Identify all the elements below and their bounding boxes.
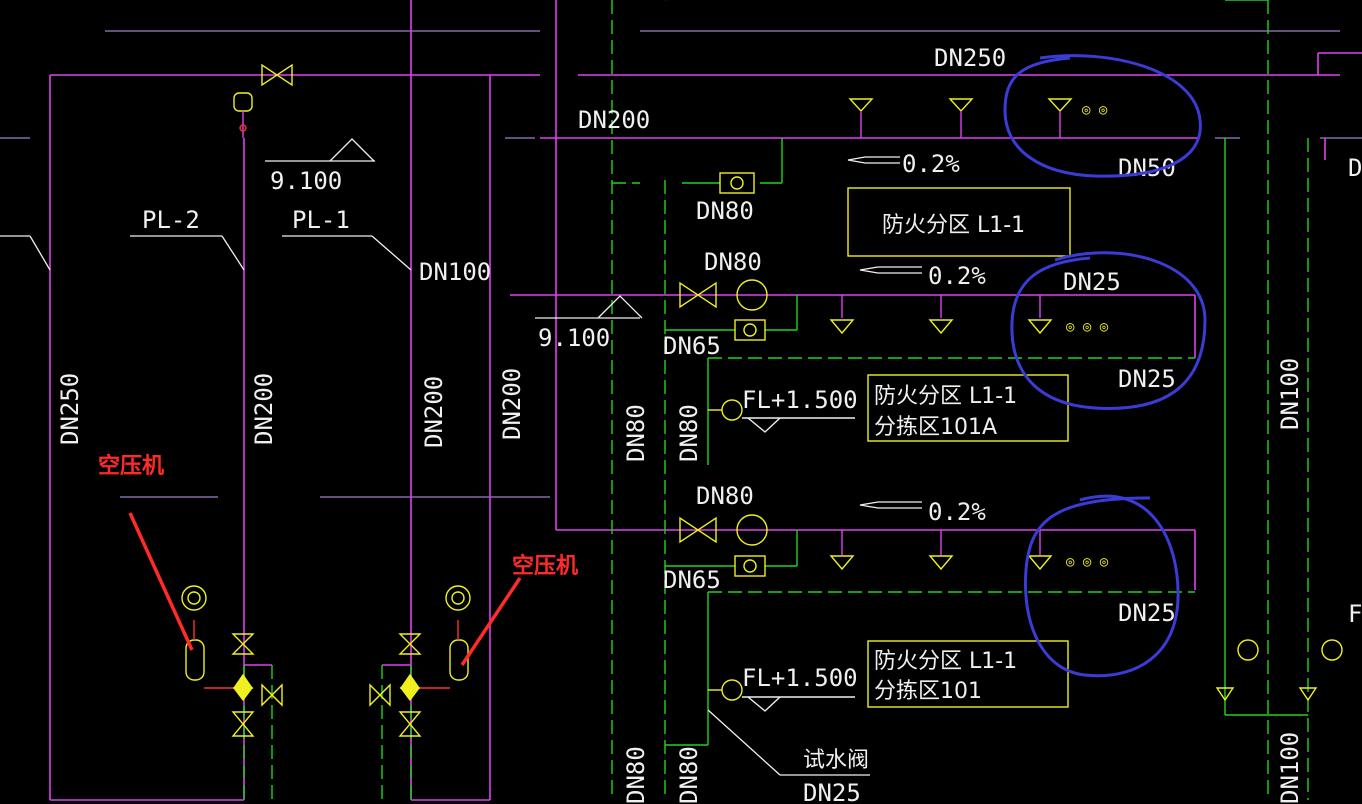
label-slope-b: 0.2% — [928, 262, 986, 290]
elevation-marks — [0, 138, 922, 776]
pressure-gauge-a — [721, 399, 743, 421]
sprinkler-dots-a: ◎ ◎ ◎ — [1066, 319, 1109, 335]
vlabel-dn100-b: DN100 — [1276, 732, 1304, 804]
zone-box-1 — [847, 187, 1071, 257]
pressure-gauge-right-b — [1321, 639, 1343, 661]
vlabel-dn200-a: DN200 — [250, 373, 278, 445]
label-dn80-b: DN80 — [704, 248, 762, 276]
zone-valve-a — [679, 281, 717, 309]
zone-box-2-line1: 防火分区 L1-1 — [874, 384, 1017, 409]
zone-box-1-text: 防火分区 L1-1 — [882, 213, 1025, 238]
label-dn80-a: DN80 — [696, 197, 754, 225]
zone-box-3 — [867, 640, 1069, 708]
annotation-compressor-left: 空压机 — [98, 453, 164, 479]
auxiliary-lines — [0, 30, 1362, 498]
label-slope-a: 0.2% — [902, 150, 960, 178]
label-dn200-main: DN200 — [578, 106, 650, 134]
vlabel-dn80-a: DN80 — [622, 404, 650, 462]
green-pipes — [243, 0, 1309, 800]
flow-switch-top — [719, 172, 755, 194]
label-elevation-a: 9.100 — [270, 167, 342, 195]
label-fl-b: FL+1.500 — [742, 664, 858, 692]
flow-switch-b — [734, 555, 766, 577]
sprinkler-row-a — [829, 295, 1053, 335]
label-dn65-b: DN65 — [663, 566, 721, 594]
label-dn25-b: DN25 — [1118, 365, 1176, 393]
label-fl-a: FL+1.500 — [742, 386, 858, 414]
sprinkler-row-top — [848, 98, 1073, 138]
label-slope-c: 0.2% — [928, 498, 986, 526]
label-dn25-d: DN25 — [803, 779, 861, 804]
label-dn100: DN100 — [419, 258, 491, 286]
air-vent-top — [233, 92, 253, 112]
flow-switch-a — [734, 319, 766, 341]
gate-valve-top — [261, 63, 293, 87]
annotation-arrow-left — [128, 512, 194, 651]
vlabel-dn100-a: DN100 — [1276, 358, 1304, 430]
alarm-valve-group-left — [181, 585, 283, 737]
label-dn80-c: DN80 — [696, 482, 754, 510]
level-indicator-b — [736, 514, 768, 546]
alarm-valve-group-right — [369, 585, 471, 737]
sprinkler-dots-b: ◎ ◎ ◎ — [1066, 554, 1109, 570]
label-dn250-top: DN250 — [934, 44, 1006, 72]
annotation-compressor-right: 空压机 — [512, 553, 578, 579]
annotation-arrow-right — [460, 577, 522, 666]
label-test-valve: 试水阀 — [803, 748, 869, 773]
label-dn25-a: DN25 — [1063, 268, 1121, 296]
zone-valve-b — [679, 516, 717, 544]
zone-box-3-line2: 分拣区101 — [874, 679, 982, 704]
magenta-pipes — [49, 0, 1362, 801]
vlabel-dn80-c: DN80 — [622, 746, 650, 804]
label-edge-d: D — [1348, 154, 1362, 182]
zone-box-3-line1: 防火分区 L1-1 — [874, 649, 1017, 674]
label-edge-f: F — [1348, 600, 1362, 628]
sprinkler-dots-top: ◎ ◎ — [1082, 102, 1108, 118]
pressure-gauge-right-a — [1237, 639, 1259, 661]
pressure-gauge-b — [721, 679, 743, 701]
markup-circle-top — [1003, 54, 1202, 178]
valve-symbols — [181, 63, 1343, 737]
label-dn25-c: DN25 — [1118, 599, 1176, 627]
level-indicator-a — [736, 279, 768, 311]
zone-box-2 — [867, 374, 1069, 442]
vlabel-dn250: DN250 — [56, 373, 84, 445]
vlabel-dn80-b: DN80 — [675, 404, 703, 462]
markup-circle-mid — [1010, 251, 1207, 410]
vlabel-dn200-b: DN200 — [420, 376, 448, 448]
label-elevation-b: 9.100 — [538, 324, 610, 352]
markup-circle-bottom — [1023, 494, 1180, 678]
label-dn65-a: DN65 — [663, 332, 721, 360]
sprinkler-row-b — [829, 530, 1053, 571]
vlabel-dn200-c: DN200 — [498, 368, 526, 440]
label-pl2: PL-2 — [142, 206, 200, 234]
vlabel-dn80-d: DN80 — [675, 746, 703, 804]
label-pl1: PL-1 — [292, 206, 350, 234]
zone-box-2-line2: 分拣区101A — [874, 415, 997, 440]
